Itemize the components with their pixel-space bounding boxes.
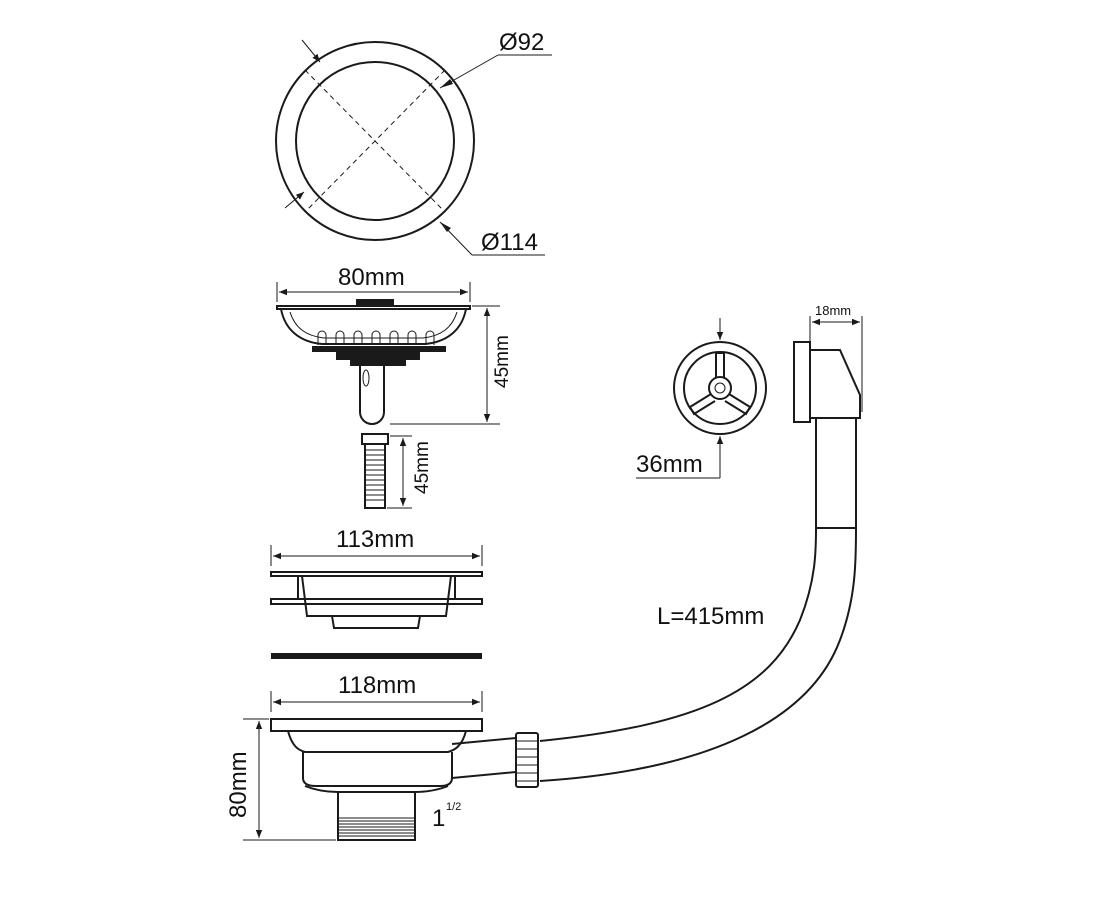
label-hose-length: L=415mm	[657, 603, 764, 630]
outer-ring	[275, 41, 475, 241]
strainer-basket	[276, 282, 500, 425]
label-strainer-height: 45mm	[492, 335, 513, 388]
label-overflow-grid: 36mm	[636, 451, 703, 478]
bolt	[361, 433, 412, 509]
overflow-head	[793, 316, 863, 423]
plug-top-view	[275, 39, 552, 256]
label-bolt-length: 45mm	[412, 441, 433, 494]
label-dia-114: Ø114	[481, 229, 538, 256]
overflow-grid	[636, 318, 767, 479]
gasket	[271, 653, 482, 659]
label-flange-118: 118mm	[338, 672, 416, 699]
label-strainer-width: 80mm	[338, 264, 405, 291]
inner-ring	[295, 61, 455, 221]
flange-113	[270, 545, 483, 629]
label-thread-main: 1	[432, 805, 445, 832]
label-thread-sup: 1/2	[446, 801, 461, 813]
label-flange-113: 113mm	[336, 526, 414, 553]
sink-body	[243, 691, 539, 841]
label-dia-92: Ø92	[499, 29, 544, 56]
label-body-height: 80mm	[225, 751, 252, 818]
label-overflow-width: 18mm	[815, 303, 851, 318]
